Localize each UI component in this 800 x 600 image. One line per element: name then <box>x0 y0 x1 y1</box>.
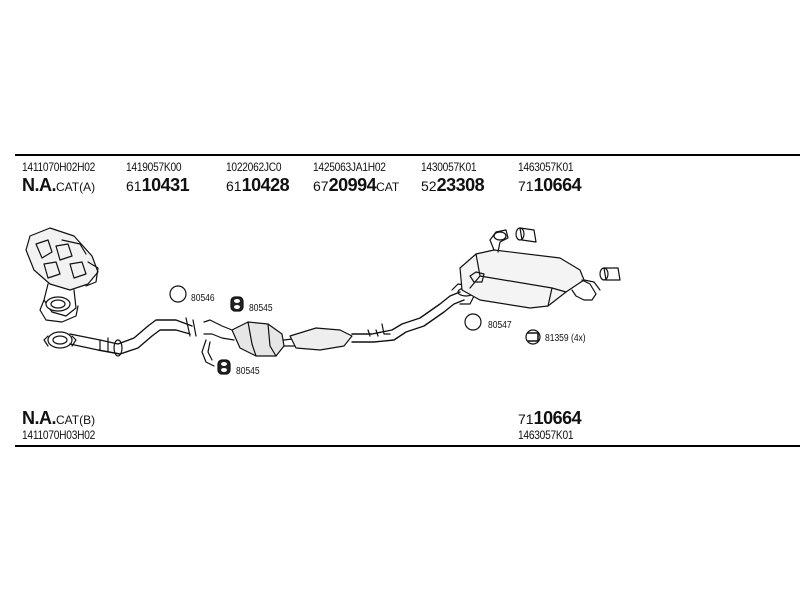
ref-col1-label: N.A. <box>22 175 57 195</box>
ref-col3: 6110428 <box>226 175 290 196</box>
callout-80545-bottom: 80545 <box>236 366 260 377</box>
top-divider-line <box>15 154 800 156</box>
ref-col4-prefix: 67 <box>313 178 329 194</box>
footer-right-main: 10664 <box>533 408 582 428</box>
clamp-81359-icon <box>525 329 541 345</box>
footer-left-ref: N.A.CAT(B) <box>22 408 95 429</box>
ref-col4-suffix: CAT <box>376 180 400 194</box>
intermediate-joint-drawing <box>201 319 235 367</box>
ref-col6: 7110664 <box>518 175 582 196</box>
ref-col6-main: 10664 <box>533 175 582 195</box>
exhaust-manifold-drawing <box>25 227 99 323</box>
footer-left-suffix: CAT(B) <box>56 413 96 427</box>
part-number-col6: 1463057K01 <box>518 160 574 174</box>
ref-col2: 6110431 <box>126 175 190 196</box>
footer-right-prefix: 71 <box>518 411 534 427</box>
front-pipe-drawing <box>69 317 197 357</box>
ref-col6-prefix: 71 <box>518 178 534 194</box>
callout-80545-top: 80545 <box>249 303 273 314</box>
front-flange-drawing <box>43 331 77 349</box>
ref-col3-prefix: 61 <box>226 178 242 194</box>
ref-col2-prefix: 61 <box>126 178 142 194</box>
footer-right-part-number: 1463057K01 <box>518 428 574 442</box>
ref-col3-main: 10428 <box>241 175 290 195</box>
tail-pipe-right-drawing <box>571 279 601 301</box>
ref-col5-prefix: 52 <box>421 178 437 194</box>
tail-pipe-left-drawing <box>489 229 509 253</box>
callout-81359: 81359 (4x) <box>545 333 586 344</box>
part-number-col3: 1022062JC0 <box>226 160 282 174</box>
center-resonator-drawing <box>289 291 465 351</box>
gasket-ring-80546-icon <box>169 285 187 303</box>
part-number-col4: 1425063JA1H02 <box>313 160 386 174</box>
part-number-col2: 1419057K00 <box>126 160 182 174</box>
rear-muffler-drawing <box>459 249 585 309</box>
ref-col1-suffix: CAT(A) <box>56 180 96 194</box>
tailpipe-end-top-drawing <box>515 227 537 243</box>
callout-80547: 80547 <box>488 320 512 331</box>
ref-col5-main: 23308 <box>436 175 485 195</box>
footer-left-label: N.A. <box>22 408 57 428</box>
part-number-col5: 1430057K01 <box>421 160 477 174</box>
rubber-hanger-80545-bottom-icon <box>217 359 231 375</box>
ref-col4-main: 20994 <box>328 175 377 195</box>
ref-col1: N.A.CAT(A) <box>22 175 95 196</box>
tailpipe-end-right-drawing <box>599 267 621 281</box>
callout-80546: 80546 <box>191 293 215 304</box>
catalytic-converter-drawing <box>231 321 301 357</box>
ref-col2-main: 10431 <box>141 175 190 195</box>
ref-col4: 6720994CAT <box>313 175 399 196</box>
footer-right-ref: 7110664 <box>518 408 582 429</box>
footer-left-part-number: 1411070H03H02 <box>22 428 96 442</box>
part-number-col1: 1411070H02H02 <box>22 160 96 174</box>
bottom-divider-line <box>15 445 800 447</box>
ref-col5: 5223308 <box>421 175 485 196</box>
gasket-ring-80547-icon <box>464 313 482 331</box>
rubber-hanger-80545-top-icon <box>230 296 244 312</box>
